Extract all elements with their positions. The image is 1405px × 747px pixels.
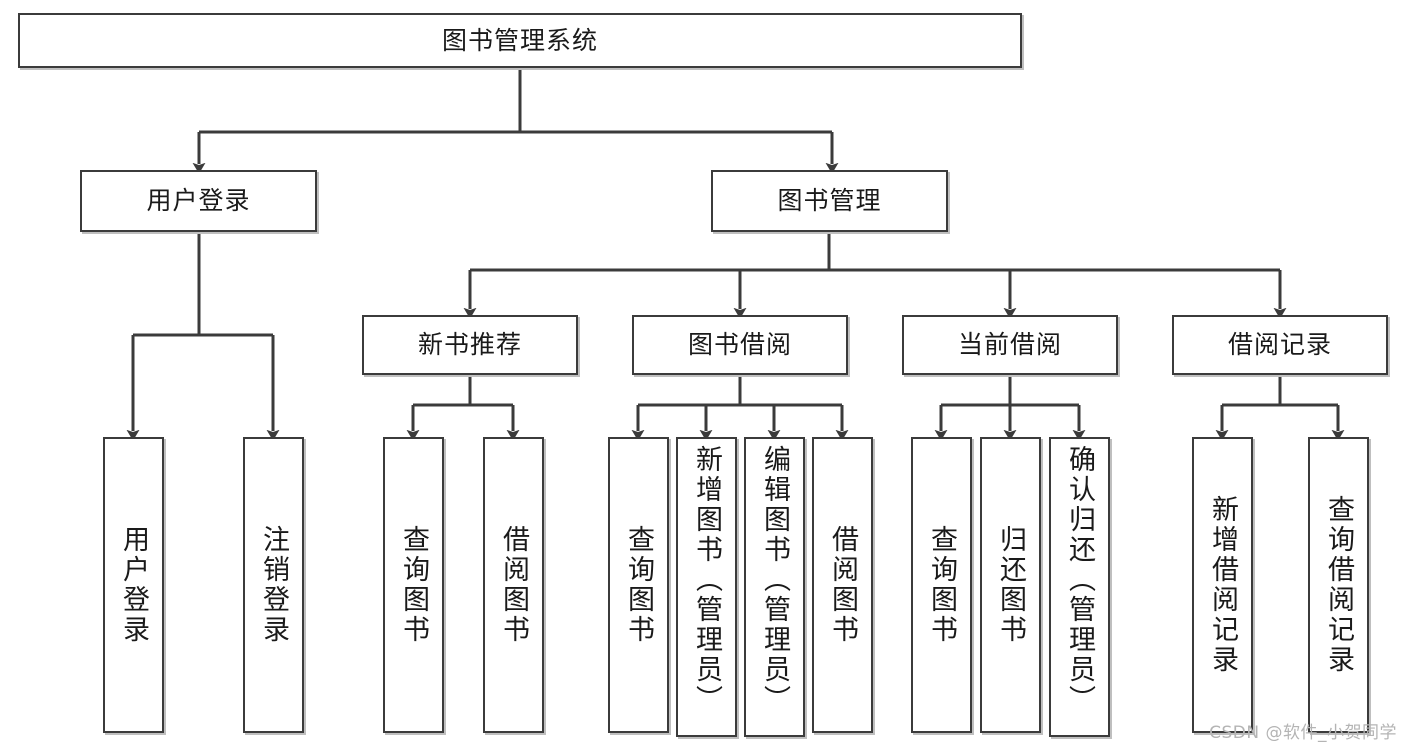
- leaf-current-confirm-return-admin[interactable]: 确认归还（管理员）: [1049, 437, 1110, 737]
- leaf-recommend-borrow-book-label: 借阅图书: [498, 525, 529, 645]
- leaf-user-login[interactable]: 用户登录: [103, 437, 164, 733]
- node-current-borrow[interactable]: 当前借阅: [902, 315, 1118, 375]
- leaf-user-logout[interactable]: 注销登录: [243, 437, 304, 733]
- leaf-current-query-book-label: 查询图书: [926, 525, 957, 645]
- node-book-borrow-label: 图书借阅: [687, 330, 792, 359]
- leaf-recommend-borrow-book[interactable]: 借阅图书: [483, 437, 544, 733]
- leaf-borrow-query-book-label: 查询图书: [623, 525, 654, 645]
- leaf-record-query-record-label: 查询借阅记录: [1323, 495, 1354, 675]
- node-borrow-record[interactable]: 借阅记录: [1172, 315, 1388, 375]
- node-user-login-label: 用户登录: [146, 186, 251, 215]
- leaf-current-return-book-label: 归还图书: [995, 525, 1026, 645]
- node-new-book-recommend-label: 新书推荐: [417, 330, 522, 359]
- watermark: CSDN @软件_小贺同学: [1209, 723, 1397, 743]
- node-book-borrow[interactable]: 图书借阅: [632, 315, 848, 375]
- leaf-record-query-record[interactable]: 查询借阅记录: [1308, 437, 1369, 733]
- leaf-recommend-query-book-label: 查询图书: [398, 525, 429, 645]
- leaf-borrow-add-book-admin-label: 新增图书（管理员）: [691, 445, 722, 715]
- leaf-recommend-query-book[interactable]: 查询图书: [383, 437, 444, 733]
- node-new-book-recommend[interactable]: 新书推荐: [362, 315, 578, 375]
- leaf-current-return-book[interactable]: 归还图书: [980, 437, 1041, 733]
- node-current-borrow-label: 当前借阅: [957, 330, 1062, 359]
- leaf-borrow-borrow-book[interactable]: 借阅图书: [812, 437, 873, 733]
- leaf-user-login-label: 用户登录: [118, 525, 149, 645]
- node-book-management-label: 图书管理: [777, 186, 882, 215]
- leaf-record-add-record[interactable]: 新增借阅记录: [1192, 437, 1253, 733]
- leaf-borrow-edit-book-admin[interactable]: 编辑图书（管理员）: [744, 437, 805, 737]
- leaf-user-logout-label: 注销登录: [258, 525, 289, 645]
- leaf-record-add-record-label: 新增借阅记录: [1207, 495, 1238, 675]
- node-borrow-record-label: 借阅记录: [1227, 330, 1332, 359]
- leaf-borrow-query-book[interactable]: 查询图书: [608, 437, 669, 733]
- leaf-borrow-borrow-book-label: 借阅图书: [827, 525, 858, 645]
- leaf-borrow-add-book-admin[interactable]: 新增图书（管理员）: [676, 437, 737, 737]
- node-root[interactable]: 图书管理系统: [18, 13, 1022, 68]
- node-user-login[interactable]: 用户登录: [80, 170, 317, 232]
- node-book-management[interactable]: 图书管理: [711, 170, 948, 232]
- leaf-current-confirm-return-admin-label: 确认归还（管理员）: [1064, 445, 1095, 715]
- node-root-label: 图书管理系统: [441, 25, 598, 55]
- leaf-borrow-edit-book-admin-label: 编辑图书（管理员）: [759, 445, 790, 715]
- leaf-current-query-book[interactable]: 查询图书: [911, 437, 972, 733]
